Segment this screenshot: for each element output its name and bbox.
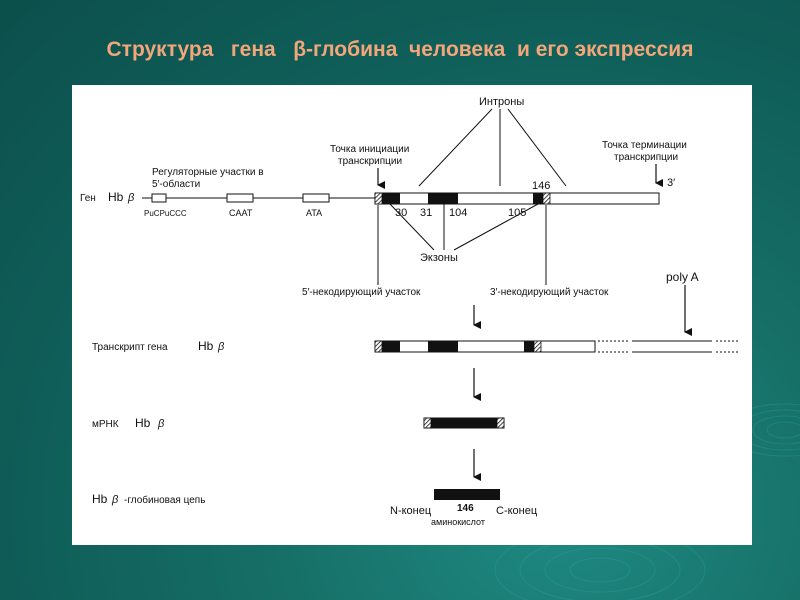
intron-pointer-lines: [418, 108, 567, 187]
caat-box: [226, 193, 254, 203]
num-146-top: 146: [532, 180, 550, 192]
regulatory-label-1: Регуляторные участки в: [152, 167, 264, 178]
pucpuccc-box: [151, 193, 167, 203]
num-104: 104: [449, 207, 467, 219]
exons-label: Экзоны: [420, 252, 458, 264]
transcript-beta: β: [217, 341, 225, 353]
ata-label: ATA: [306, 208, 322, 218]
regulatory-label-2: 5′-области: [152, 178, 200, 190]
transcript-bar: [374, 340, 740, 353]
transcript-hb: Hb: [198, 339, 214, 353]
transcript-label: Транскрипт гена: [92, 342, 168, 353]
amino-acids-label: аминокислот: [431, 517, 485, 527]
init-point-label-1: Точка инициации: [330, 144, 409, 155]
gene-label: Ген: [80, 193, 96, 204]
diagram-panel: Интроны Точка инициации транскрипции Точ…: [72, 85, 752, 545]
mrna-beta: β: [157, 418, 165, 430]
three-prime-top-label: 3′: [667, 177, 675, 189]
utr3-label: 3′-некодирующий участок: [490, 287, 609, 298]
n-end-label: N-конец: [390, 505, 432, 517]
gene-body: [374, 192, 660, 205]
term-point-label-2: транскрипции: [614, 152, 678, 163]
mrna-hb: Hb: [135, 416, 151, 430]
ata-box: [302, 193, 330, 203]
poly-a-label: poly A: [666, 270, 699, 284]
gene-beta: β: [127, 192, 135, 204]
num-31: 31: [420, 207, 432, 219]
num-105: 105: [508, 207, 526, 219]
chain-label: -глобиновая цепь: [124, 494, 205, 506]
mrna-label: мРНК: [92, 419, 119, 430]
globin-chain-bar: [434, 489, 500, 500]
gene-hb: Hb: [108, 190, 124, 204]
num-30: 30: [395, 207, 407, 219]
introns-label: Интроны: [479, 96, 524, 108]
slide-title: Структура гена β-глобина человека и его …: [106, 38, 694, 61]
exon-pointer-lines: [389, 203, 539, 251]
caat-label: CAAT: [229, 208, 253, 218]
utr5-label: 5′-некодирующий участок: [302, 287, 421, 298]
init-point-label-2: транскрипции: [338, 156, 402, 167]
chain-beta: β: [111, 494, 119, 506]
mrna-bar: [423, 417, 505, 429]
term-point-label-1: Точка терминации: [602, 140, 687, 151]
gene-structure-diagram: Интроны Точка инициации транскрипции Точ…: [80, 96, 740, 527]
chain-hb: Hb: [92, 492, 108, 506]
pucpuccc-label: PuCPuCCC: [144, 209, 187, 218]
c-end-label: С-конец: [496, 505, 538, 517]
num-146-bottom: 146: [457, 503, 474, 514]
